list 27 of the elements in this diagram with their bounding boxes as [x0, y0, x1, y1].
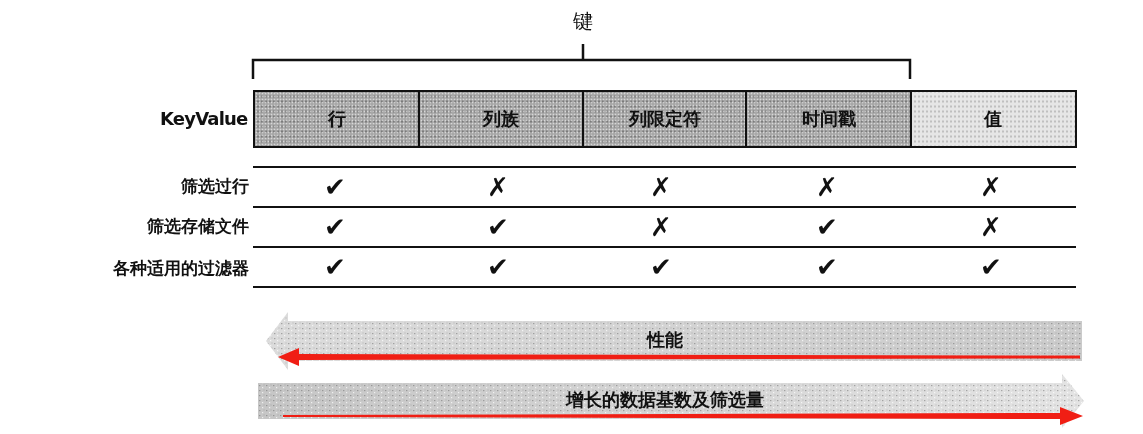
status-mark: ✔	[650, 251, 672, 284]
row-label: 筛选过行	[181, 175, 249, 198]
record-field: 列族	[418, 90, 585, 148]
status-mark: ✗	[650, 171, 672, 204]
status-mark: ✗	[650, 211, 672, 244]
status-mark: ✗	[487, 171, 509, 204]
status-mark: ✔	[816, 251, 838, 284]
band-label: 增长的数据基数及筛选量	[566, 387, 764, 412]
status-mark: ✔	[324, 251, 346, 284]
record-field: 列限定符	[582, 90, 748, 148]
status-mark: ✔	[980, 251, 1002, 284]
status-mark: ✗	[980, 171, 1002, 204]
bracket-label: 键	[573, 8, 593, 35]
status-mark: ✔	[487, 211, 509, 244]
record-field: 时间戳	[745, 90, 913, 148]
record-field: 值	[910, 90, 1077, 148]
record-label: KeyValue	[160, 106, 248, 131]
status-mark: ✗	[816, 171, 838, 204]
row-label: 各种适用的过滤器	[113, 257, 249, 280]
row-label: 筛选存储文件	[147, 215, 249, 238]
status-mark: ✗	[980, 211, 1002, 244]
status-mark: ✔	[816, 211, 838, 244]
status-mark: ✔	[324, 171, 346, 204]
band-label: 性能	[647, 327, 683, 352]
record-field: 行	[253, 90, 421, 148]
status-mark: ✔	[487, 251, 509, 284]
status-mark: ✔	[324, 211, 346, 244]
